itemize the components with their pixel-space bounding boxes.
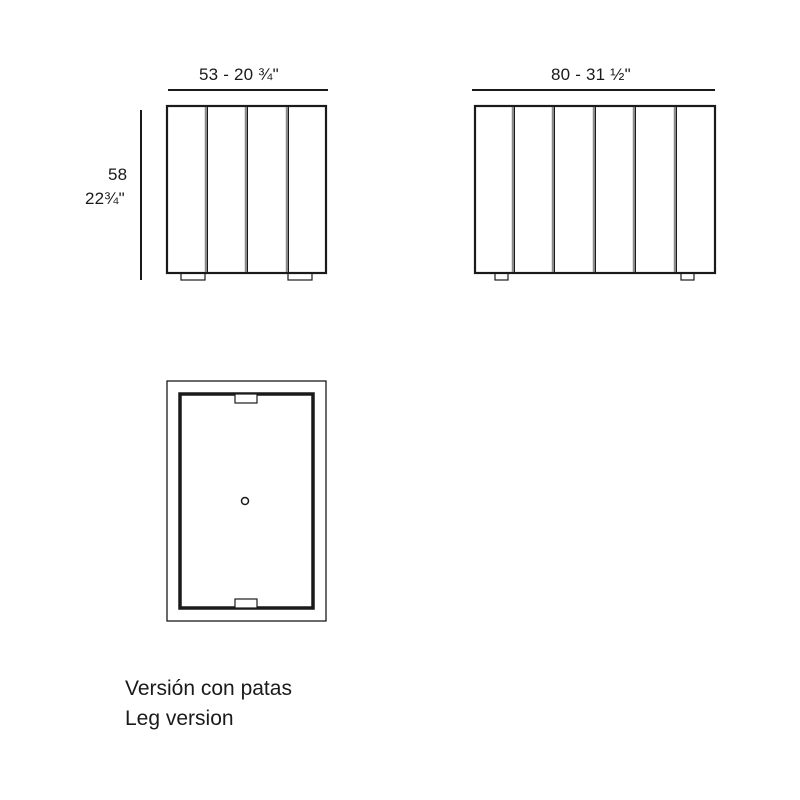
narrow-width-label: 53 - 20 ¾" xyxy=(199,65,279,84)
narrow-width-dimension-line xyxy=(168,89,328,91)
height-label-in: 22¾" xyxy=(85,189,125,208)
center-hole-icon xyxy=(240,496,250,506)
front-view-narrow xyxy=(165,104,328,281)
plan-view xyxy=(166,380,327,622)
height-dimension-line xyxy=(140,110,142,280)
leg-tab-top xyxy=(234,393,258,404)
wide-width-dimension-line xyxy=(472,89,715,91)
wide-width-label: 80 - 31 ½" xyxy=(551,65,631,84)
caption-english: Leg version xyxy=(125,707,234,730)
caption-spanish: Versión con patas xyxy=(125,677,292,700)
front-view-wide xyxy=(473,104,717,281)
leg-tab-bottom xyxy=(234,598,258,609)
height-label-cm: 58 xyxy=(108,165,128,184)
